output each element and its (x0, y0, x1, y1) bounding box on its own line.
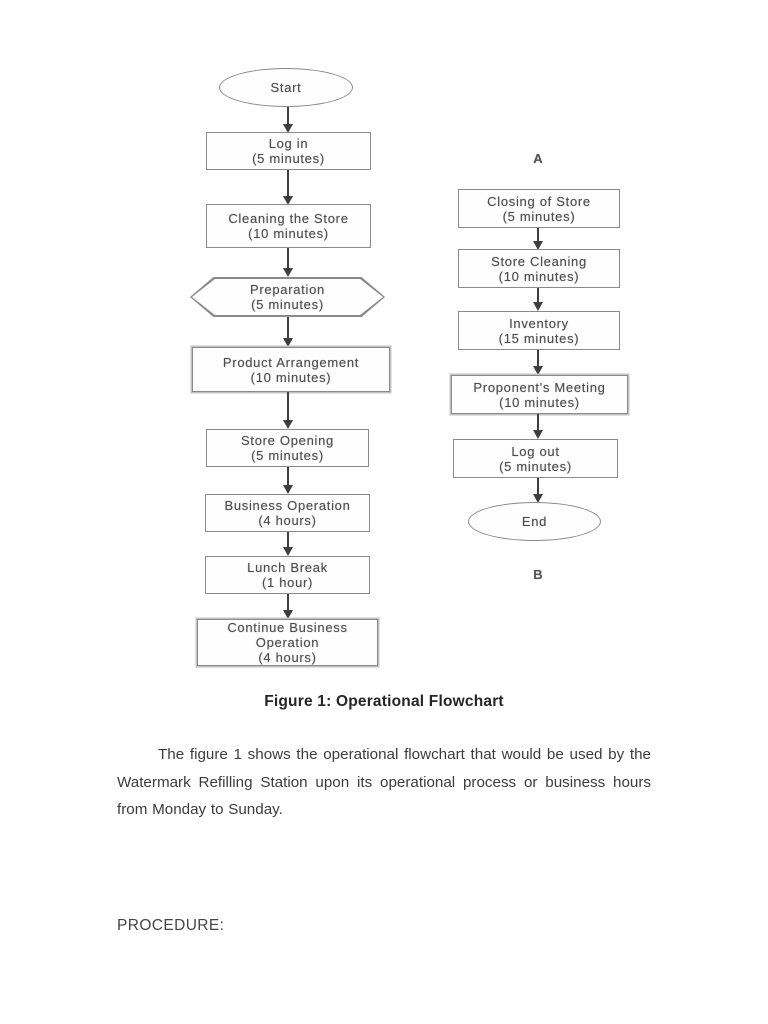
node-label: Cleaning the Store (228, 211, 349, 226)
flow-node-business-operation: Business Operation (4 hours) (205, 494, 370, 532)
arrow-shaft (287, 532, 289, 548)
arrow-shaft (287, 317, 289, 339)
node-duration: (10 minutes) (248, 226, 329, 241)
arrow-head-icon (283, 124, 293, 133)
arrow-head-icon (283, 547, 293, 556)
node-duration: (4 hours) (258, 513, 317, 528)
node-label: Proponent's Meeting (473, 379, 606, 395)
arrow-shaft (287, 467, 289, 486)
flow-arrow-down (281, 107, 295, 133)
flow-node-preparation: Preparation (5 minutes) (190, 277, 385, 317)
node-label: Continue Business Operation (227, 620, 348, 650)
node-label: Business Operation (224, 498, 351, 513)
body-paragraph: The figure 1 shows the operational flowc… (117, 746, 651, 819)
arrow-head-icon (283, 420, 293, 429)
arrow-head-icon (533, 302, 543, 311)
node-duration: (5 minutes) (499, 458, 572, 474)
node-duration: (1 hour) (261, 575, 314, 590)
flow-node-lunch-break: Lunch Break (1 hour) (205, 556, 370, 594)
arrow-shaft (287, 107, 289, 125)
off-page-connector-a: A (533, 151, 543, 166)
flow-node-cleaning-the-store: Cleaning the Store (10 minutes) (206, 204, 371, 248)
node-duration: (5 minutes) (251, 448, 324, 463)
flow-node-log-out: Log out (5 minutes) (453, 439, 618, 478)
node-label: Inventory (509, 315, 569, 331)
arrow-head-icon (533, 366, 543, 375)
arrow-shaft (287, 170, 289, 197)
flow-node-log-in: Log in (5 minutes) (206, 132, 371, 170)
node-duration: (15 minutes) (498, 330, 580, 346)
arrow-head-icon (533, 241, 543, 250)
arrow-shaft (537, 478, 539, 495)
node-label: Start (270, 80, 302, 95)
flow-node-store-cleaning: Store Cleaning (10 minutes) (458, 249, 620, 288)
arrow-head-icon (533, 494, 543, 503)
arrow-shaft (537, 350, 539, 367)
flow-arrow-down (281, 392, 295, 429)
node-duration: (5 minutes) (252, 151, 325, 166)
flow-arrow-down (531, 414, 545, 439)
flow-arrow-down (281, 532, 295, 556)
node-duration: (10 minutes) (250, 369, 332, 385)
node-duration: (4 hours) (258, 650, 317, 665)
flow-arrow-down (281, 317, 295, 347)
node-duration: (5 minutes) (251, 297, 324, 312)
flow-arrow-down (531, 350, 545, 375)
flow-arrow-down (531, 478, 545, 503)
flow-arrow-down (281, 467, 295, 494)
arrow-shaft (287, 248, 289, 269)
node-label: Closing of Store (487, 193, 591, 209)
flow-node-inventory: Inventory (15 minutes) (458, 311, 620, 350)
node-label: Log out (511, 443, 560, 459)
arrow-shaft (537, 228, 539, 242)
arrow-shaft (537, 414, 539, 431)
flow-arrow-down (531, 228, 545, 250)
arrow-shaft (537, 288, 539, 303)
node-label: Store Cleaning (491, 253, 587, 269)
node-label: Log in (268, 136, 309, 151)
node-duration: (10 minutes) (498, 268, 580, 284)
flow-arrow-down (281, 594, 295, 619)
node-label: End (521, 514, 548, 529)
node-label: Preparation (250, 282, 325, 297)
arrow-head-icon (283, 485, 293, 494)
arrow-head-icon (283, 196, 293, 205)
flow-node-start: Start (219, 68, 353, 107)
figure-caption: Figure 1: Operational Flowchart (264, 693, 504, 710)
procedure-heading: PROCEDURE: (117, 917, 225, 934)
node-label: Store Opening (241, 433, 334, 448)
flow-arrow-down (531, 288, 545, 311)
hexagon-fill (192, 279, 383, 315)
node-duration: (5 minutes) (502, 208, 576, 224)
node-label: Lunch Break (247, 560, 328, 575)
flow-node-product-arrangement: Product Arrangement (10 minutes) (192, 347, 390, 392)
arrow-head-icon (533, 430, 543, 439)
flow-arrow-down (281, 248, 295, 277)
flow-node-closing-of-store: Closing of Store (5 minutes) (458, 189, 620, 228)
node-label: Product Arrangement (222, 354, 360, 370)
node-duration: (10 minutes) (499, 394, 580, 410)
arrow-shaft (287, 594, 289, 611)
flow-arrow-down (281, 170, 295, 205)
arrow-head-icon (283, 610, 293, 619)
flow-node-proponents-meeting: Proponent's Meeting (10 minutes) (451, 375, 628, 414)
off-page-connector-b: B (533, 567, 543, 582)
flow-node-end: End (468, 502, 601, 541)
arrow-head-icon (283, 338, 293, 347)
flow-node-store-opening: Store Opening (5 minutes) (206, 429, 369, 467)
flow-node-continue-business-operation: Continue Business Operation (4 hours) (197, 619, 378, 666)
arrow-shaft (287, 392, 289, 421)
arrow-head-icon (283, 268, 293, 277)
